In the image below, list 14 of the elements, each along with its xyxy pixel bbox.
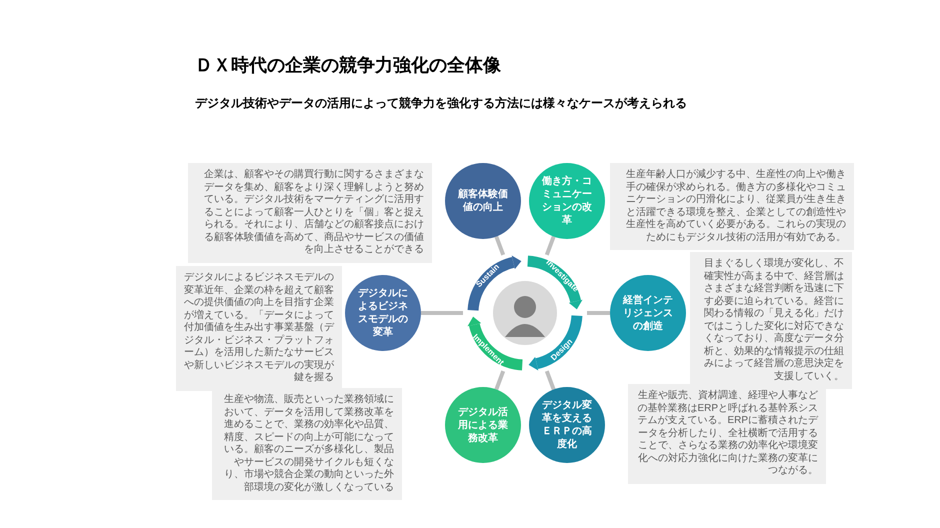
description-box: 生産年齢人口が減少する中、生産性の向上や働き手の確保が求められる。働き方の多様化やコミュニケーションの円滑化により、従業員が生き生きと活躍できる環境を整え、企業としての創造性や生産性を高めていく必要がある。これらの実現のためにもデジタル技術の活用が有効である。 xyxy=(610,163,854,250)
connector-line xyxy=(494,236,506,256)
connector-line xyxy=(494,370,506,390)
description-box: 生産や物流、販売といった業務領域において、データを活用して業務改革を進めることで、業務の効率化や品質、精度、スピードの向上が可能になっている。顧客のニーズが多様化し、製品やサービスの開発サイクルも短くなり、市場や競合企業の動向といった外部環境の変化が激しくなっている xyxy=(212,388,402,500)
connector-line xyxy=(544,236,556,256)
connector-line xyxy=(544,370,556,390)
description-box: 生産や販売、資材調達、経理や人事などの基幹業務はERPと呼ばれる基幹系システムが支えている。ERPに蓄積されたデータを分析したり、全社横断で活用することで、さらなる業務の効率化や環境変化への対応力強化に向けた業務の変革につながる。 xyxy=(628,384,826,484)
connector-line xyxy=(421,311,463,315)
title: ＤＸ時代の企業の競争力強化の全体像 xyxy=(195,54,501,77)
subtitle: デジタル技術やデータの活用によって競争力を強化する方法には様々なケースが考えられる xyxy=(195,95,687,112)
description-box: 企業は、顧客やその購買行動に関するさまざまなデータを集め、顧客をより深く理解しようと努めている。デジタル技術をマーケティングに活用することによって顧客一人ひとりを「個」客と捉えられる。それにより、店舗などの顧客接点における顧客体験価値を高めて、商品やサービスの価値を向上させることができる xyxy=(188,163,432,262)
connector-line xyxy=(587,311,610,315)
description-box: デジタルによるビジネスモデルの変革近年、企業の枠を超えて顧客への提供価値の向上を目指す企業が増えている。「データによって付加価値を生み出す事業基盤（デジタル・ビジネス・プラットフォーム）を活用した新たなサービスや新しいビジネスモデルの実現が鍵を握る xyxy=(176,266,342,390)
description-box: 目まぐるしく環境が変化し、不確実性が高まる中で、経営層はさまざまな経営判断を迅速に下す必要に迫られている。経営に関わる情報の「見える化」だけではこうした変化に対応できなくなっており、高度なデータ分析と、効果的な情報提示の仕組みによって経営層の意思決定を支援していく。 xyxy=(690,252,852,389)
